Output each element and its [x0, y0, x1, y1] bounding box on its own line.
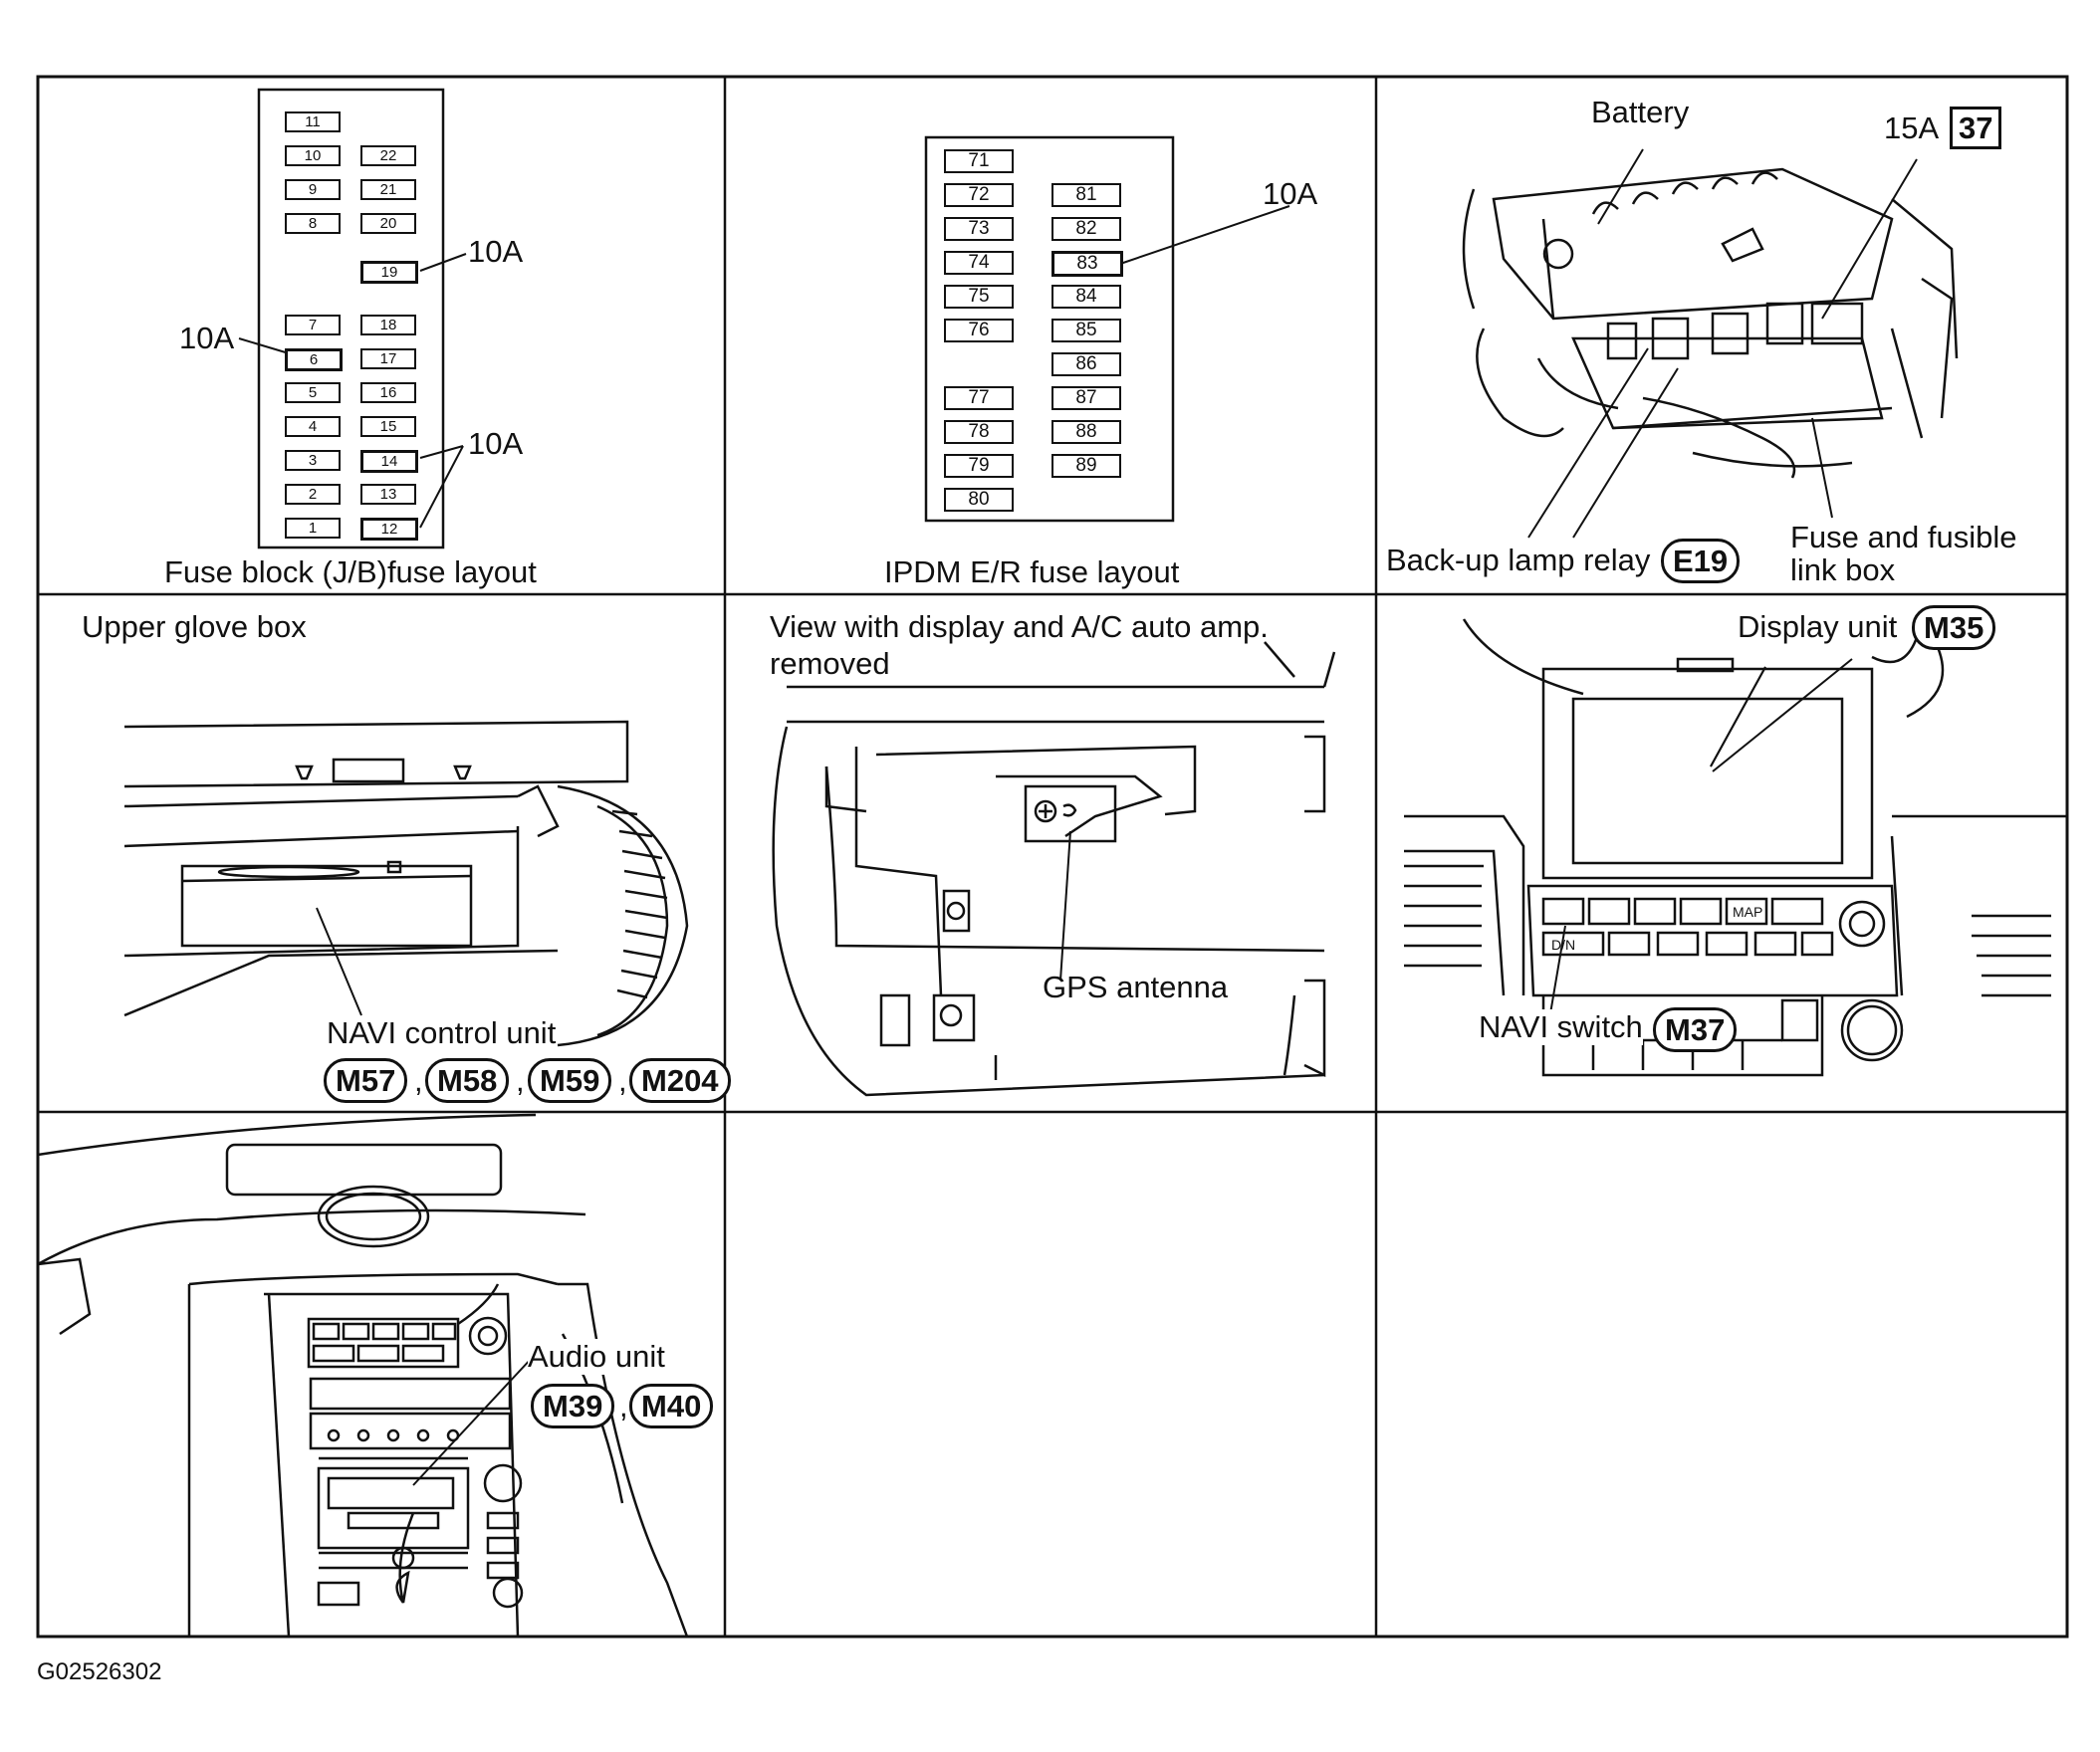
comma: ,: [619, 1389, 628, 1424]
fuse-18: 18: [360, 315, 416, 335]
fuse-12: 12: [360, 518, 418, 541]
fuse-81: 81: [1051, 183, 1121, 207]
ipdm-caption: IPDM E/R fuse layout: [884, 554, 1180, 589]
fuse-72: 72: [944, 183, 1014, 207]
connector-code-m58: M58: [425, 1058, 510, 1104]
fuse-callout-14-12: 10A: [468, 426, 524, 461]
gps-title-line2: removed: [770, 646, 890, 681]
audio-sketch: [37, 1113, 689, 1638]
map-button: MAP: [1733, 904, 1763, 920]
connector-code-m57: M57: [324, 1058, 408, 1104]
fuse-86: 86: [1051, 352, 1121, 376]
audio-connector-code-m39: M39: [531, 1384, 615, 1429]
fuse-7: 7: [285, 315, 341, 335]
fuse-16: 16: [360, 382, 416, 403]
fuse-73: 73: [944, 217, 1014, 241]
navi-switch-connector-code: M37: [1653, 1007, 1738, 1053]
fuse-88: 88: [1051, 420, 1121, 444]
glovebox-sketch: [123, 720, 689, 1047]
fuse-amp-label: 15A: [1884, 110, 1940, 145]
fuse-89: 89: [1051, 454, 1121, 478]
fuse-number-box: 37: [1950, 107, 2002, 150]
audio-connector-code-m40: M40: [629, 1384, 714, 1429]
fuse-6: 6: [285, 348, 343, 371]
fuse-80: 80: [944, 488, 1014, 512]
fuse-78: 78: [944, 420, 1014, 444]
fuse-19: 19: [360, 261, 418, 284]
comma: ,: [414, 1063, 423, 1098]
fuse-5: 5: [285, 382, 341, 403]
fuse-22: 22: [360, 145, 416, 166]
fuse-76: 76: [944, 319, 1014, 342]
fuse-9: 9: [285, 179, 341, 200]
ipdm-callout-83: 10A: [1263, 176, 1318, 211]
fuse-85: 85: [1051, 319, 1121, 342]
fuse-3: 3: [285, 450, 341, 471]
navi-control-unit-label: NAVI control unit: [327, 1015, 557, 1050]
fuse-11: 11: [285, 111, 341, 132]
fuse-box-label-line1: Fuse and fusible: [1790, 520, 2017, 554]
fuse-14: 14: [360, 450, 418, 473]
fuse-84: 84: [1051, 285, 1121, 309]
gps-title-line1: View with display and A/C auto amp.: [770, 609, 1269, 644]
audio-unit-label: Audio unit: [528, 1339, 665, 1375]
fuse-71: 71: [944, 149, 1014, 173]
fuse-box-label-line2: link box: [1790, 552, 1896, 587]
fuse-4: 4: [285, 416, 341, 437]
dn-button: D/N: [1551, 937, 1576, 953]
display-unit-label: Display unit: [1738, 609, 1898, 644]
gps-sketch: [772, 641, 1336, 1097]
fuse-block-caption: Fuse block (J/B)fuse layout: [164, 554, 537, 589]
fuse-10: 10: [285, 145, 341, 166]
figure-frame: [36, 75, 2069, 1639]
battery-sketch: [1462, 167, 1959, 479]
fuse-83: 83: [1051, 251, 1123, 277]
relay-connector-code: E19: [1661, 539, 1741, 584]
fuse-block-frame: [257, 88, 445, 549]
gps-antenna-label: GPS antenna: [1043, 970, 1229, 1004]
glovebox-title: Upper glove box: [82, 609, 307, 644]
battery-label: Battery: [1591, 95, 1690, 129]
fuse-21: 21: [360, 179, 416, 200]
comma: ,: [516, 1063, 525, 1098]
fuse-74: 74: [944, 251, 1014, 275]
connector-code-m59: M59: [528, 1058, 612, 1104]
relay-label: Back-up lamp relay: [1386, 543, 1651, 577]
fuse-20: 20: [360, 213, 416, 234]
fuse-79: 79: [944, 454, 1014, 478]
display-connector-code: M35: [1912, 605, 1996, 651]
ipdm-frame: [924, 135, 1175, 523]
fuse-callout-19: 10A: [468, 234, 524, 269]
fuse-8: 8: [285, 213, 341, 234]
fuse-75: 75: [944, 285, 1014, 309]
navi-switch-label: NAVI switch: [1479, 1009, 1643, 1045]
comma: ,: [618, 1063, 627, 1098]
fuse-2: 2: [285, 484, 341, 505]
fuse-87: 87: [1051, 386, 1121, 410]
fuse-82: 82: [1051, 217, 1121, 241]
fuse-13: 13: [360, 484, 416, 505]
fuse-callout-6: 10A: [179, 321, 235, 355]
display-sketch: [1404, 616, 2067, 1077]
connector-code-m204: M204: [629, 1058, 731, 1104]
fuse-77: 77: [944, 386, 1014, 410]
fuse-1: 1: [285, 518, 341, 539]
fuse-17: 17: [360, 348, 416, 369]
figure-id: G02526302: [37, 1658, 162, 1685]
fuse-15: 15: [360, 416, 416, 437]
